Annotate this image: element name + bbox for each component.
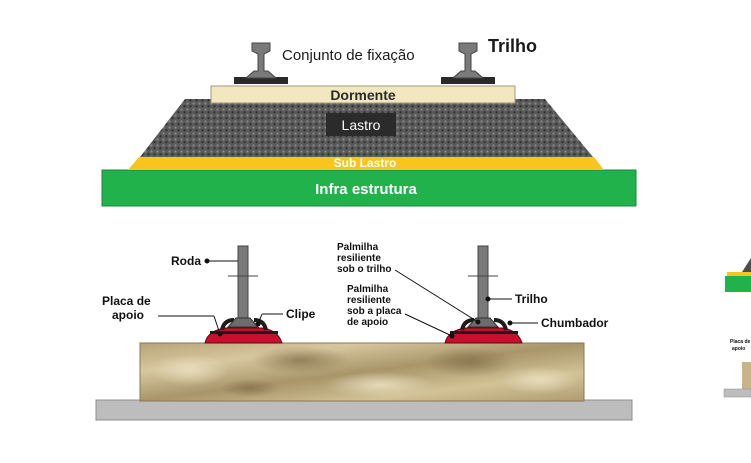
ballast-label: Lastro	[342, 117, 381, 133]
subballast-layer	[128, 157, 604, 170]
plate-pad-label-line1: Palmilha	[347, 284, 389, 295]
rail-label-bottom: Trilho	[515, 292, 548, 306]
sleeper	[210, 85, 516, 104]
leader-lines	[158, 258, 538, 339]
fastening-detail: Roda Placa de apoio Clipe Palmilha resil…	[95, 242, 633, 421]
rail-pad-label-line1: Palmilha	[337, 242, 379, 253]
rail-left-top	[234, 42, 288, 84]
fastening-label: Conjunto de fixação	[282, 47, 415, 64]
rail-label-top: Trilho	[488, 36, 537, 56]
track-cross-section: Conjunto de fixação Trilho Dormente Last…	[101, 36, 637, 207]
base-plate-label-line1: Placa de	[102, 294, 151, 308]
base-plate-label-line2: apoio	[112, 308, 144, 322]
ground-base	[95, 399, 633, 421]
infrastructure-layer	[101, 169, 637, 207]
plate-pad-label-line3: sob a placa	[347, 306, 402, 317]
rail-pad-label-line2: resiliente	[337, 253, 381, 264]
plate-pad-label-line4: de apoio	[347, 317, 388, 328]
clip-label: Clipe	[286, 307, 316, 321]
side-fragment-label-line1: Placa de	[730, 339, 751, 345]
wheel-label: Roda	[171, 254, 201, 268]
rail-right-top	[441, 42, 495, 84]
plate-pad-label-line2: resiliente	[347, 295, 391, 306]
cropped-side-fragment: Placa de apoio	[723, 258, 751, 398]
fastening-left	[204, 245, 283, 344]
side-fragment-label-line2: apoio	[732, 346, 745, 352]
fastening-right	[444, 245, 523, 344]
anchor-label: Chumbador	[541, 316, 609, 330]
infra-label: Infra estrutura	[315, 181, 417, 198]
ballast-label-box	[326, 113, 396, 136]
rail-pad-label-line3: sob o trilho	[337, 264, 391, 275]
sleeper-label: Dormente	[330, 87, 396, 103]
subballast-label: Sub Lastro	[334, 156, 397, 170]
